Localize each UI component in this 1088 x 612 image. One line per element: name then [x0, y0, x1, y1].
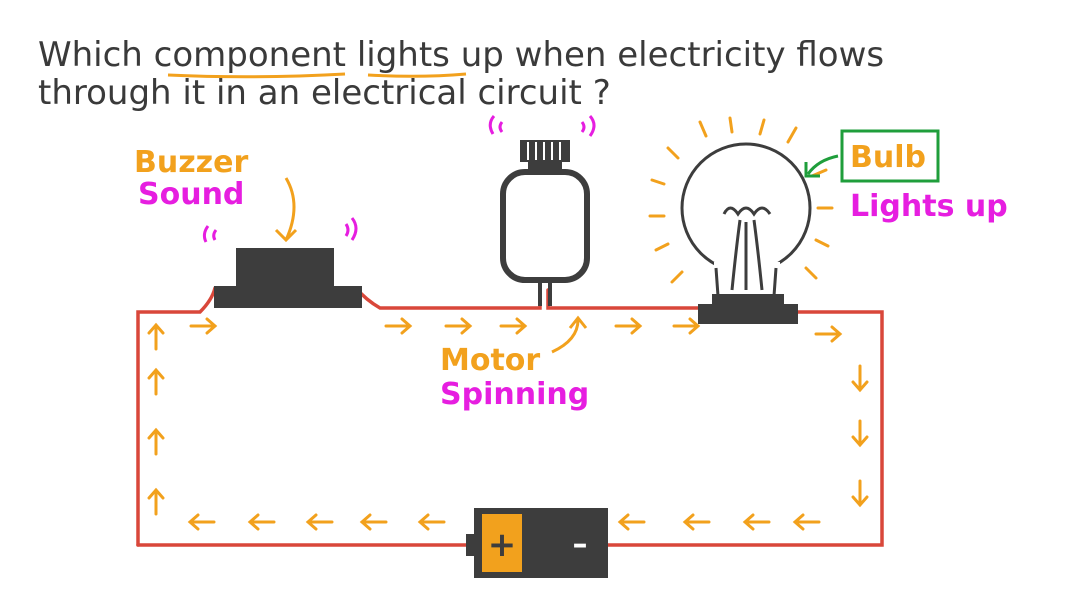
light-rays-icon: [648, 116, 834, 284]
current-arrow-icon: [851, 364, 869, 393]
bulb-effect-label: Lights up: [850, 189, 1008, 224]
underline-component: [167, 72, 346, 79]
answer-highlight-box: [840, 129, 940, 183]
motor-vibration-left-icon: [488, 115, 504, 135]
question-line-2: through it in an electrical circuit ?: [38, 73, 611, 113]
current-arrow-icon: [384, 317, 413, 335]
current-arrow-icon: [814, 325, 843, 343]
buzzer-label: Buzzer: [134, 145, 248, 180]
buzzer-effect-label: Sound: [138, 177, 244, 212]
current-arrow-icon: [247, 513, 276, 531]
buzzer: [202, 217, 362, 308]
current-arrow-icon: [444, 317, 473, 335]
bulb-label: Bulb: [850, 140, 926, 175]
current-arrow-icon: [147, 367, 165, 396]
current-arrow-icon: [305, 513, 334, 531]
sound-waves-right-icon: [344, 217, 358, 241]
current-arrow-icon: [851, 479, 869, 508]
question-line-1: Which component lights up when electrici…: [38, 35, 884, 75]
current-arrow-icon: [147, 322, 165, 351]
motor-pointer-arrow-icon: [551, 315, 588, 354]
current-flow-arrows: [147, 317, 869, 531]
current-arrow-icon: [682, 513, 711, 531]
current-arrow-icon: [417, 513, 446, 531]
battery-positive-label: +: [488, 525, 517, 565]
current-arrow-icon: [742, 513, 771, 531]
motor-vibration-right-icon: [580, 115, 596, 137]
current-arrow-icon: [672, 317, 701, 335]
current-arrow-icon: [359, 513, 388, 531]
battery: [466, 508, 608, 578]
current-arrow-icon: [851, 419, 869, 448]
current-arrow-icon: [147, 487, 165, 516]
motor-effect-label: Spinning: [440, 377, 589, 412]
underline-lights: [367, 72, 467, 78]
current-arrow-icon: [147, 427, 165, 456]
motor-label: Motor: [440, 343, 540, 378]
current-arrow-icon: [499, 317, 528, 335]
buzzer-pointer-arrow-icon: [274, 177, 298, 243]
bulb: [648, 116, 834, 324]
current-arrow-icon: [792, 513, 821, 531]
current-arrow-icon: [187, 513, 216, 531]
bulb-pointer-arrow-icon: [804, 154, 839, 178]
current-arrow-icon: [189, 317, 218, 335]
current-arrow-icon: [614, 317, 643, 335]
motor: [488, 115, 596, 306]
sound-waves-left-icon: [202, 225, 218, 243]
battery-negative-label: –: [573, 527, 588, 562]
current-arrow-icon: [617, 513, 646, 531]
